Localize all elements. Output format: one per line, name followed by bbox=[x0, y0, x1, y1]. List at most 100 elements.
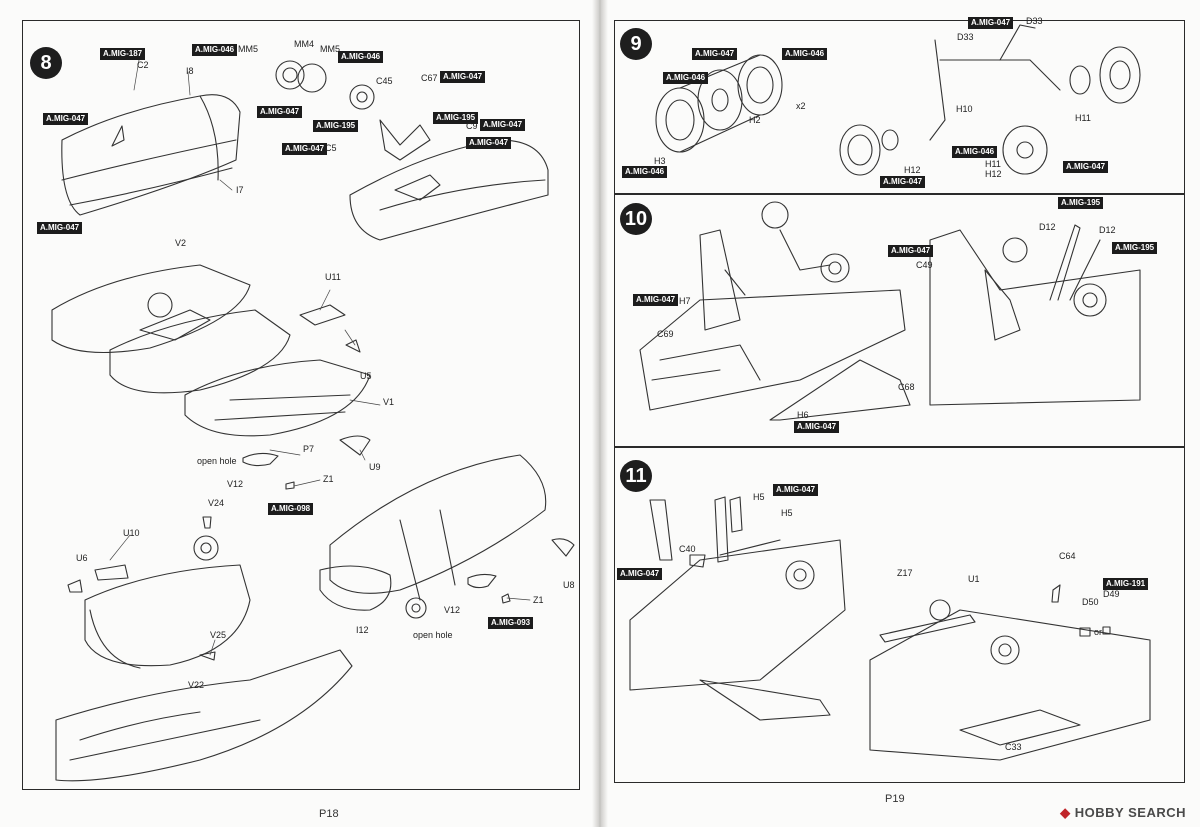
part-label: H10 bbox=[956, 104, 973, 114]
paint-tag: A.MIG-047 bbox=[480, 119, 526, 131]
part-label: D12 bbox=[1099, 225, 1116, 235]
gear-door-install-drawing bbox=[629, 496, 1151, 761]
paint-tag: A.MIG-047 bbox=[968, 17, 1014, 29]
paint-tag: A.MIG-046 bbox=[952, 146, 998, 158]
part-label: H12 bbox=[985, 169, 1002, 179]
part-label: U5 bbox=[360, 371, 372, 381]
part-label: U9 bbox=[369, 462, 381, 472]
paint-tag: A.MIG-047 bbox=[257, 106, 303, 118]
part-label: V24 bbox=[208, 498, 225, 508]
part-label: or bbox=[1094, 627, 1103, 637]
part-label: C49 bbox=[916, 260, 933, 270]
part-label: H11 bbox=[1075, 113, 1091, 123]
part-label: U6 bbox=[76, 553, 88, 563]
paint-tag: A.MIG-047 bbox=[440, 71, 486, 83]
part-label: D12 bbox=[1039, 222, 1056, 232]
paint-tag: A.MIG-046 bbox=[192, 44, 238, 56]
part-label: V25 bbox=[210, 630, 227, 640]
step-8-number: 8 bbox=[30, 47, 62, 79]
paint-tag: A.MIG-047 bbox=[37, 222, 83, 234]
watermark: ◆ HOBBY SEARCH bbox=[1060, 805, 1186, 821]
part-label: Z17 bbox=[897, 568, 913, 578]
paint-tag: A.MIG-187 bbox=[100, 48, 146, 60]
watermark-text: HOBBY SEARCH bbox=[1074, 805, 1186, 820]
part-label: U8 bbox=[563, 580, 575, 590]
cowl-panel-drawing bbox=[61, 94, 241, 216]
paint-tag: A.MIG-195 bbox=[1112, 242, 1158, 254]
paint-tag: A.MIG-047 bbox=[692, 48, 738, 60]
part-label: I12 bbox=[356, 625, 369, 635]
part-label: MM5 bbox=[238, 44, 258, 54]
part-label: C64 bbox=[1059, 551, 1076, 561]
part-label: C45 bbox=[376, 76, 393, 86]
part-label: C33 bbox=[1005, 742, 1022, 752]
part-label: P7 bbox=[303, 444, 315, 454]
part-label: U10 bbox=[123, 528, 140, 538]
step-10-panel bbox=[614, 193, 1185, 448]
paint-tag: A.MIG-047 bbox=[43, 113, 89, 125]
rear-fuselage-drawing bbox=[319, 454, 575, 619]
leader-lines-step-8 bbox=[109, 59, 531, 656]
part-label: I7 bbox=[236, 185, 244, 195]
step-8-panel bbox=[22, 20, 580, 790]
paint-tag: A.MIG-047 bbox=[1063, 161, 1109, 173]
paint-tag: A.MIG-047 bbox=[466, 137, 512, 149]
instruction-page-right bbox=[604, 0, 1200, 827]
page-number-right: P19 bbox=[885, 793, 905, 805]
paint-tag: A.MIG-047 bbox=[617, 568, 663, 580]
part-label: x2 bbox=[796, 101, 806, 111]
part-label: V1 bbox=[383, 397, 395, 407]
paint-tag: A.MIG-195 bbox=[313, 120, 359, 132]
step-11-number: 11 bbox=[620, 460, 652, 492]
fuselage-section-drawing bbox=[51, 264, 371, 490]
part-label: D33 bbox=[1026, 16, 1043, 26]
paint-tag: A.MIG-047 bbox=[282, 143, 328, 155]
paint-tag: A.MIG-046 bbox=[338, 51, 384, 63]
part-label: H11 bbox=[985, 159, 1001, 169]
paint-tag: A.MIG-093 bbox=[488, 617, 534, 629]
main-gear-install-drawing bbox=[639, 201, 1141, 421]
part-label: C40 bbox=[679, 544, 696, 554]
part-label: V22 bbox=[188, 680, 205, 690]
part-label: C2 bbox=[137, 60, 149, 70]
part-label: V12 bbox=[227, 479, 244, 489]
part-label: open hole bbox=[413, 630, 453, 640]
part-label: D33 bbox=[957, 32, 974, 42]
part-label: C68 bbox=[898, 382, 915, 392]
paint-tag: A.MIG-047 bbox=[633, 294, 679, 306]
part-label: V12 bbox=[444, 605, 461, 615]
part-label: H12 bbox=[904, 165, 921, 175]
step-9-panel bbox=[614, 20, 1185, 195]
part-label: D49 bbox=[1103, 589, 1120, 599]
step-10-number: 10 bbox=[620, 203, 652, 235]
hobby-search-logo-icon: ◆ bbox=[1060, 805, 1071, 820]
paint-tag: A.MIG-195 bbox=[433, 112, 479, 124]
part-label: Z1 bbox=[533, 595, 544, 605]
paint-tag: A.MIG-098 bbox=[268, 503, 314, 515]
book-gutter bbox=[592, 0, 608, 827]
part-label: V2 bbox=[175, 238, 187, 248]
paint-tag: A.MIG-191 bbox=[1103, 578, 1149, 590]
part-label: I8 bbox=[186, 66, 194, 76]
paint-tag: A.MIG-047 bbox=[794, 421, 840, 433]
step-11-panel bbox=[614, 446, 1185, 783]
paint-tag: A.MIG-046 bbox=[663, 72, 709, 84]
part-label: MM5 bbox=[320, 44, 340, 54]
part-label: D50 bbox=[1082, 597, 1099, 607]
part-label: H3 bbox=[654, 156, 666, 166]
part-label: Z1 bbox=[323, 474, 334, 484]
paint-tag: A.MIG-046 bbox=[622, 166, 668, 178]
part-label: C67 bbox=[421, 73, 438, 83]
part-label: H6 bbox=[797, 410, 809, 420]
part-label: C5 bbox=[325, 143, 337, 153]
forward-fuselage-drawing bbox=[55, 516, 353, 782]
paint-tag: A.MIG-046 bbox=[782, 48, 828, 60]
part-label: open hole bbox=[197, 456, 237, 466]
step-9-number: 9 bbox=[620, 28, 652, 60]
page-number-left: P18 bbox=[319, 808, 339, 820]
part-label: C69 bbox=[657, 329, 674, 339]
part-label: H5 bbox=[781, 508, 793, 518]
part-label: MM4 bbox=[294, 39, 314, 49]
paint-tag: A.MIG-047 bbox=[880, 176, 926, 188]
